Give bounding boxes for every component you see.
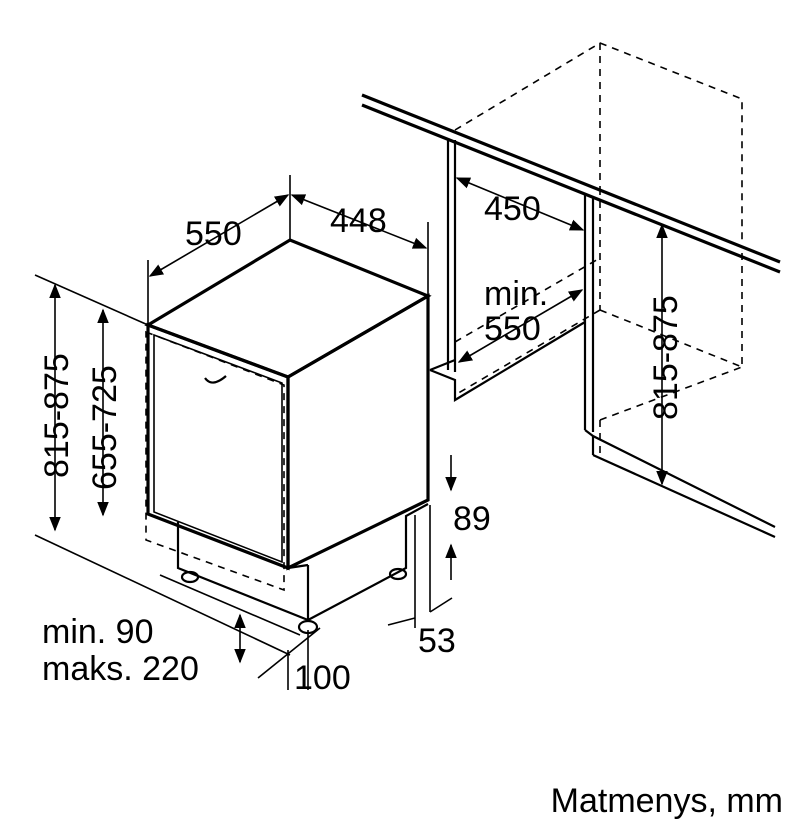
niche-width-label: 450	[484, 190, 541, 228]
foot-upper-label: 89	[453, 500, 491, 538]
plinth-offset-label: 100	[294, 659, 351, 697]
dishwasher-body	[144, 238, 432, 636]
foot-right-icon	[388, 567, 408, 581]
height-range-label: 815-875	[38, 353, 76, 478]
left-reference-lines	[34, 274, 291, 656]
door-height-range-label: 655-725	[86, 365, 124, 490]
width-label: 448	[330, 202, 387, 240]
niche-drawing	[361, 42, 781, 539]
niche-depth-min-label: min.	[484, 275, 548, 313]
units-footer-label: Matmenys, mm	[551, 782, 783, 820]
depth-label: 550	[185, 215, 242, 253]
niche-depth-value-label: 550	[484, 310, 541, 348]
door-handle-icon	[204, 375, 227, 384]
plinth-min-label: min. 90	[42, 613, 154, 651]
plinth-max-label: maks. 220	[42, 650, 199, 688]
left-height-arrows	[49, 283, 109, 532]
niche-height-range-label: 815-875	[647, 295, 685, 420]
top-dimension-lines	[147, 175, 429, 325]
foot-lower-label: 53	[418, 622, 456, 660]
foot-left-icon	[180, 570, 200, 584]
plinth-dimension-lines	[234, 455, 457, 690]
